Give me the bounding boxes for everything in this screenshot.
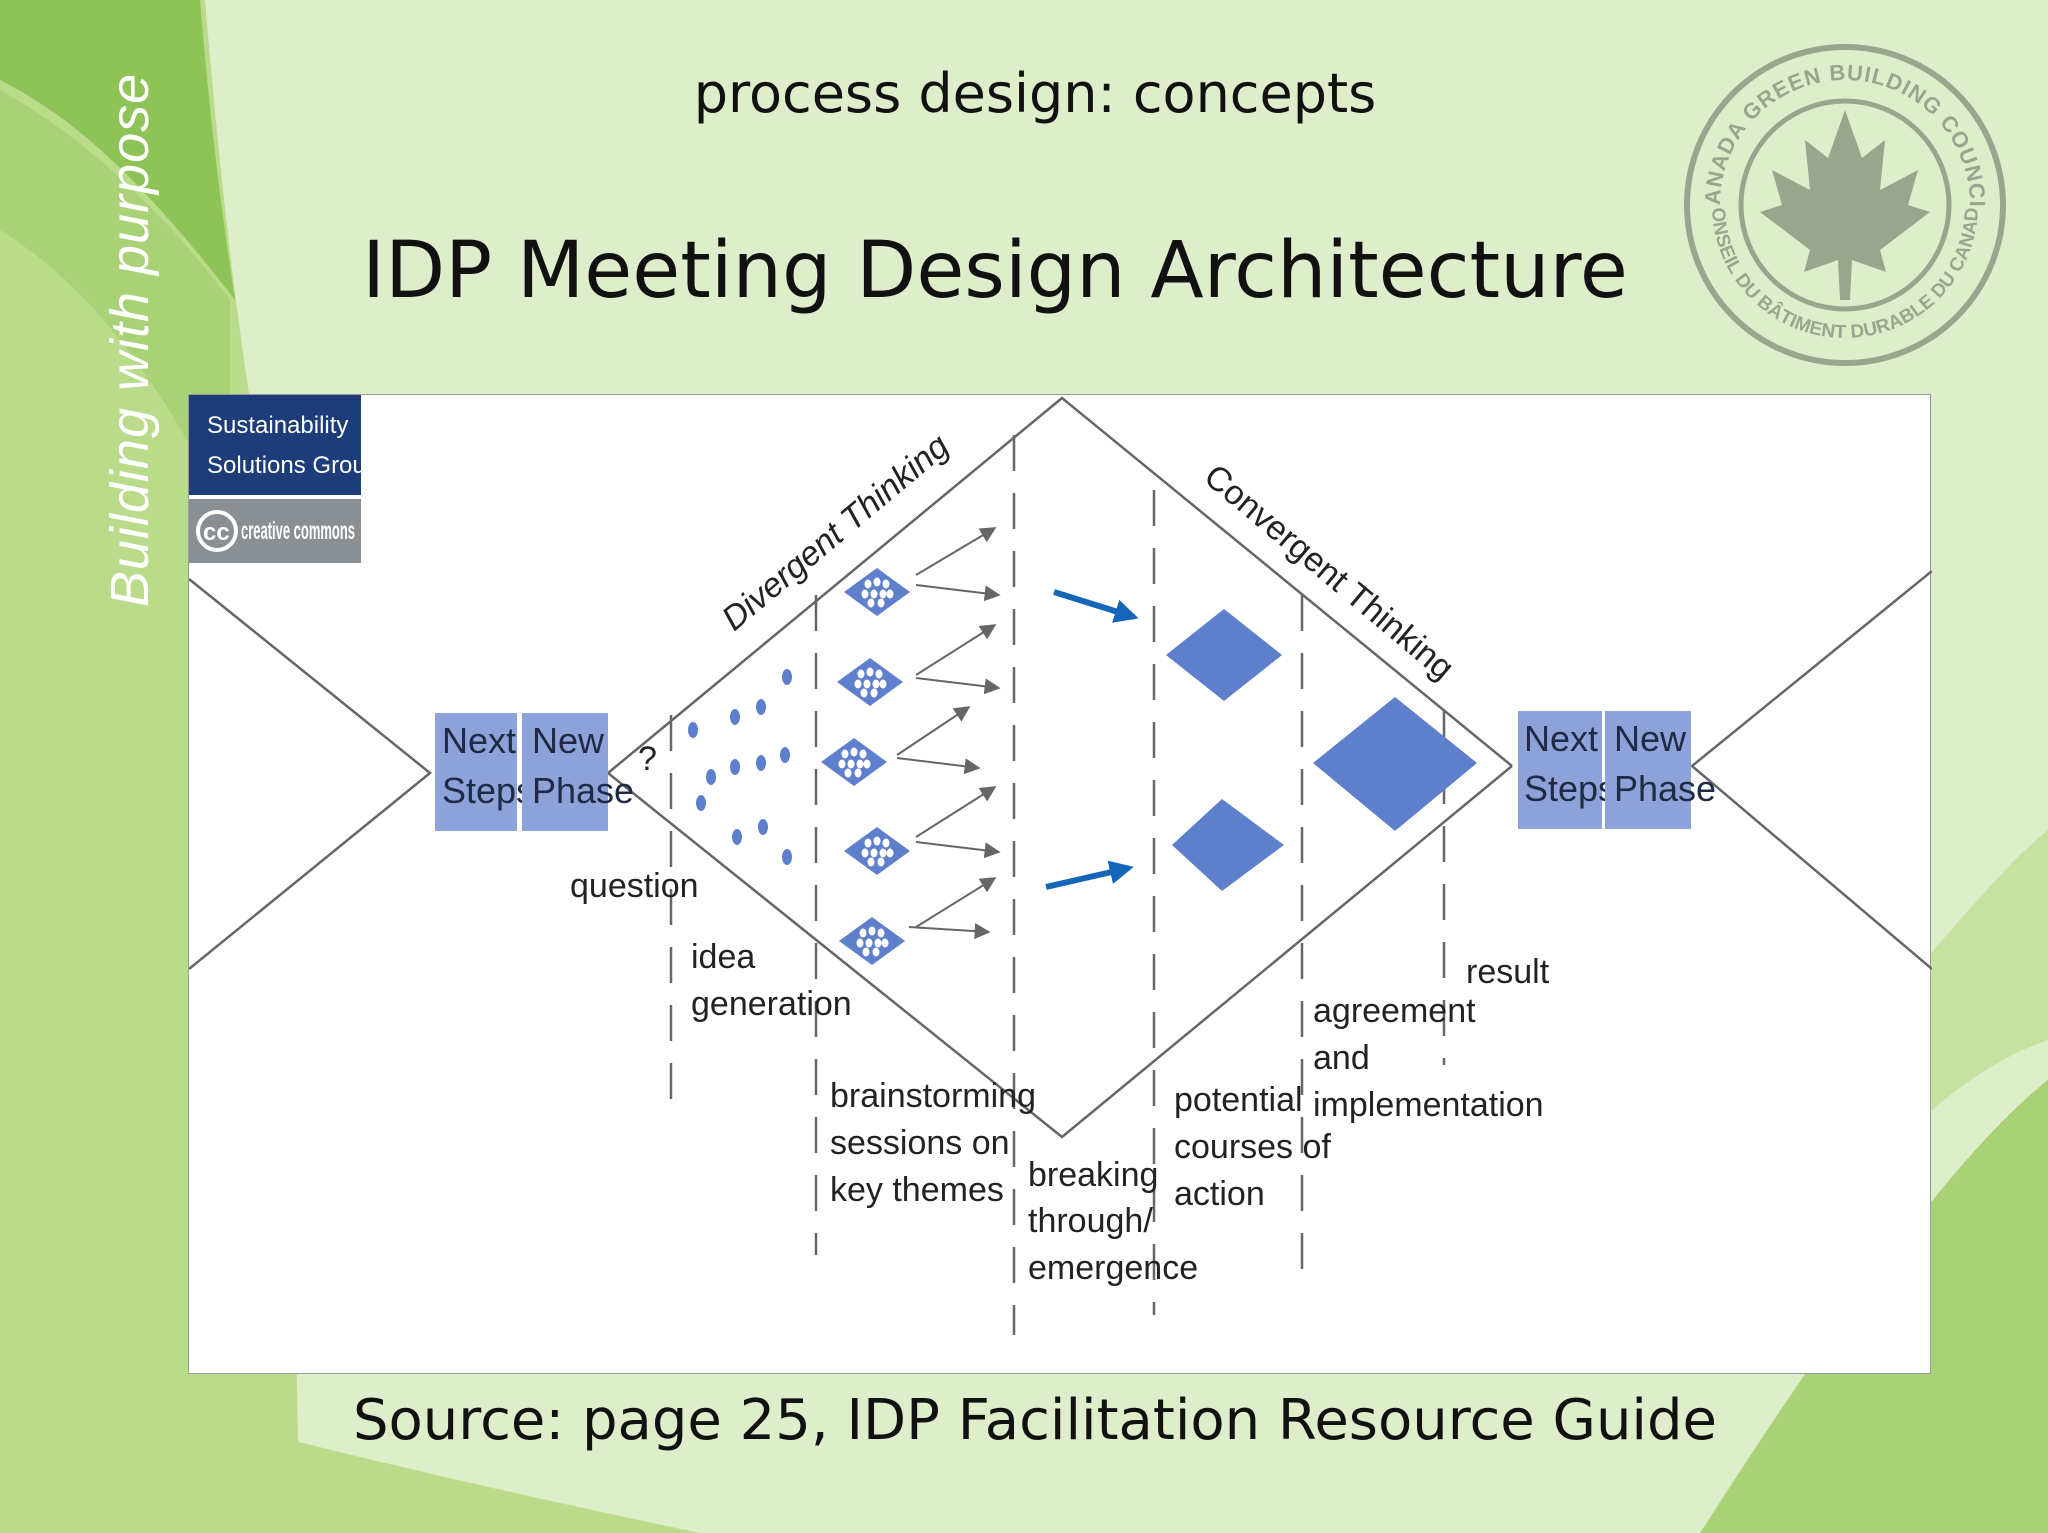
stage-idea-line-2: generation (691, 985, 852, 1023)
brainstorm-cluster (821, 738, 887, 786)
stage-breaking-line-3: emergence (1028, 1249, 1198, 1287)
left-new-label: New (532, 720, 605, 761)
slide-subtitle: process design: concepts (693, 62, 1377, 125)
stage-potential-line-3: action (1174, 1175, 1265, 1213)
brainstorm-cluster (837, 658, 903, 706)
divergent-thinking-label: Divergent Thinking (715, 427, 957, 638)
fan-arrows (896, 527, 1001, 940)
stage-result-line: result (1466, 953, 1550, 991)
maple-leaf-icon (1760, 110, 1930, 300)
right-new-phase-box: New Phase (1605, 711, 1716, 829)
convergence-arrows (1045, 589, 1139, 890)
left-next-steps-box: Next Steps (435, 713, 534, 831)
cagbc-logo: CANADA GREEN BUILDING COUNCIL CONSEIL DU… (1680, 40, 2006, 366)
stage-idea-generation: idea generation (691, 938, 852, 1023)
idea-dots (688, 669, 792, 865)
stage-agreement-line-2: and (1313, 1039, 1370, 1077)
idp-diagram: Next Steps New Phase Next Steps New Phas… (188, 394, 1932, 1374)
side-tagline: Building with purpose (100, 72, 160, 608)
brainstorm-clusters (821, 568, 910, 965)
svg-text:cc: cc (203, 519, 230, 546)
source-citation: Source: page 25, IDP Facilitation Resour… (353, 1388, 1717, 1453)
right-next-steps-box: Next Steps (1518, 711, 1616, 829)
stage-question: question (570, 867, 699, 905)
stage-agreement-line-3: implementation (1313, 1086, 1544, 1124)
stage-brainstorming-line-1: brainstorming (830, 1077, 1036, 1115)
stage-brainstorming-line-3: key themes (830, 1171, 1004, 1209)
stage-brainstorming-line-2: sessions on (830, 1124, 1010, 1162)
stage-breaking-line-2: through/ (1028, 1202, 1153, 1240)
right-steps-label: Steps (1524, 768, 1616, 809)
stage-brainstorming: brainstorming sessions on key themes (830, 1077, 1036, 1209)
stage-potential-line-2: courses of (1174, 1128, 1331, 1166)
brainstorm-cluster (839, 917, 905, 965)
left-phase-label: Phase (532, 770, 634, 811)
question-mark: ? (638, 740, 657, 778)
right-next-label: Next (1524, 718, 1598, 759)
left-funnel (189, 578, 432, 970)
left-next-label: Next (442, 720, 516, 761)
creative-commons-icon: cc (196, 510, 238, 552)
brainstorm-cluster (844, 568, 910, 616)
ssg-line-2: Solutions Group (207, 452, 361, 479)
stage-agreement: agreement and implementation (1313, 992, 1544, 1124)
stage-result: result (1466, 953, 1550, 991)
stage-breaking-line-1: breaking (1028, 1156, 1158, 1194)
slide-title: IDP Meeting Design Architecture (362, 226, 1628, 316)
stage-idea-line-1: idea (691, 938, 755, 976)
stage-potential-courses: potential courses of action (1174, 1081, 1331, 1213)
right-phase-label: Phase (1614, 768, 1716, 809)
cc-text: creative commons (241, 517, 355, 545)
stage-question-line: question (570, 867, 699, 905)
left-steps-label: Steps (442, 770, 534, 811)
stage-agreement-line-1: agreement (1313, 992, 1476, 1030)
right-funnel (1690, 570, 1932, 970)
right-new-label: New (1614, 718, 1687, 759)
ssg-line-1: Sustainability (207, 412, 348, 439)
main-diamond (607, 396, 1513, 1139)
course-diamonds (1166, 609, 1477, 891)
left-new-phase-box: New Phase (522, 713, 634, 831)
stage-potential-line-1: potential (1174, 1081, 1303, 1119)
brainstorm-cluster (844, 827, 910, 875)
stage-breaking-through: breaking through/ emergence (1028, 1156, 1198, 1287)
ssg-badge: Sustainability Solutions Group cc creati… (189, 395, 361, 563)
